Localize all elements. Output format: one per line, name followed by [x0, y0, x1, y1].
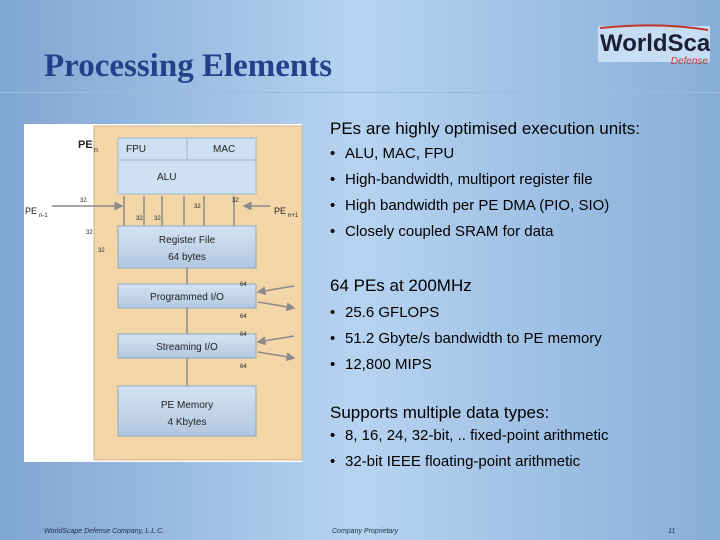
- alu-label: ALU: [157, 172, 176, 183]
- section-heading-data-types: Supports multiple data types:: [330, 403, 550, 422]
- bus-width-label: 64: [240, 314, 247, 320]
- bus-width-label: 32: [86, 230, 93, 236]
- bullet-list-execution-units: ALU, MAC, FPU High-bandwidth, multiport …: [330, 141, 609, 245]
- logo-background: [598, 26, 710, 62]
- bus-width-label: 32: [80, 198, 87, 204]
- logo-swoosh: [599, 24, 709, 31]
- page-number: 11: [668, 528, 676, 535]
- sio-out-bus: [257, 351, 296, 362]
- bus-width-label: 32: [194, 204, 201, 210]
- pe-label: PE: [78, 139, 93, 151]
- fpu-label: FPU: [126, 144, 146, 155]
- pe-right-subscript: n+1: [288, 213, 299, 219]
- bullet-item: 12,800 MIPS: [330, 352, 602, 378]
- streaming-io-label: Streaming I/O: [156, 342, 218, 353]
- pe-left-label: PE: [25, 206, 37, 216]
- register-file-title: Register File: [159, 235, 216, 246]
- pe-memory-title: PE Memory: [161, 400, 213, 411]
- footer-proprietary: Company Proprietary: [332, 528, 399, 535]
- programmed-io-label: Programmed I/O: [150, 292, 224, 303]
- title-rule: [0, 92, 720, 93]
- streaming-io-box: [117, 333, 257, 359]
- bus-width-label: 32: [232, 198, 239, 204]
- pe-memory-box: [117, 385, 257, 437]
- pe-block-diagram: PE n FPU MAC ALU PE n-1 PE n+1 32 32 32 …: [24, 124, 302, 462]
- bullet-item: High bandwidth per PE DMA (PIO, SIO): [330, 193, 609, 219]
- bus-width-label: 32: [98, 248, 105, 254]
- footer-company: WorldScape Defense Company, L.L.C.: [44, 528, 165, 535]
- pe-right-label: PE: [274, 206, 286, 216]
- bullet-item: Closely coupled SRAM for data: [330, 219, 609, 245]
- register-file-box: [117, 225, 257, 269]
- bus-width-label: 32: [154, 216, 161, 222]
- bus-width-label: 32: [136, 216, 143, 222]
- section-heading-performance: 64 PEs at 200MHz: [330, 276, 472, 295]
- bullet-list-data-types: 8, 16, 24, 32-bit, .. fixed-point arithm…: [330, 423, 608, 475]
- logo-subtitle: Defense: [671, 56, 709, 67]
- section-heading-execution-units: PEs are highly optimised execution units…: [330, 119, 640, 138]
- worldscape-logo: WorldScape Defense: [598, 24, 710, 67]
- pio-out-bus: [257, 301, 296, 312]
- pe-left-subscript: n-1: [39, 213, 48, 219]
- bullet-item: 51.2 Gbyte/s bandwidth to PE memory: [330, 326, 602, 352]
- mac-label: MAC: [213, 144, 235, 155]
- register-file-size: 64 bytes: [168, 252, 206, 263]
- bullet-item: 32-bit IEEE floating-point arithmetic: [330, 449, 608, 475]
- bullet-item: 25.6 GFLOPS: [330, 300, 602, 326]
- slide-title: Processing Elements: [44, 48, 333, 84]
- pio-in-bus: [256, 285, 295, 296]
- bullet-item: ALU, MAC, FPU: [330, 141, 609, 167]
- pe-label-subscript: n: [94, 147, 98, 154]
- pe-memory-size: 4 Kbytes: [168, 417, 207, 428]
- bus-width-label: 64: [240, 364, 247, 370]
- bus-width-label: 64: [240, 332, 247, 338]
- bullet-list-performance: 25.6 GFLOPS 51.2 Gbyte/s bandwidth to PE…: [330, 300, 602, 378]
- logo-wordmark: WorldScape: [600, 30, 710, 57]
- bullet-item: 8, 16, 24, 32-bit, .. fixed-point arithm…: [330, 423, 608, 449]
- bus-width-label: 64: [240, 282, 247, 288]
- bullet-item: High-bandwidth, multiport register file: [330, 167, 609, 193]
- sio-in-bus: [256, 335, 295, 346]
